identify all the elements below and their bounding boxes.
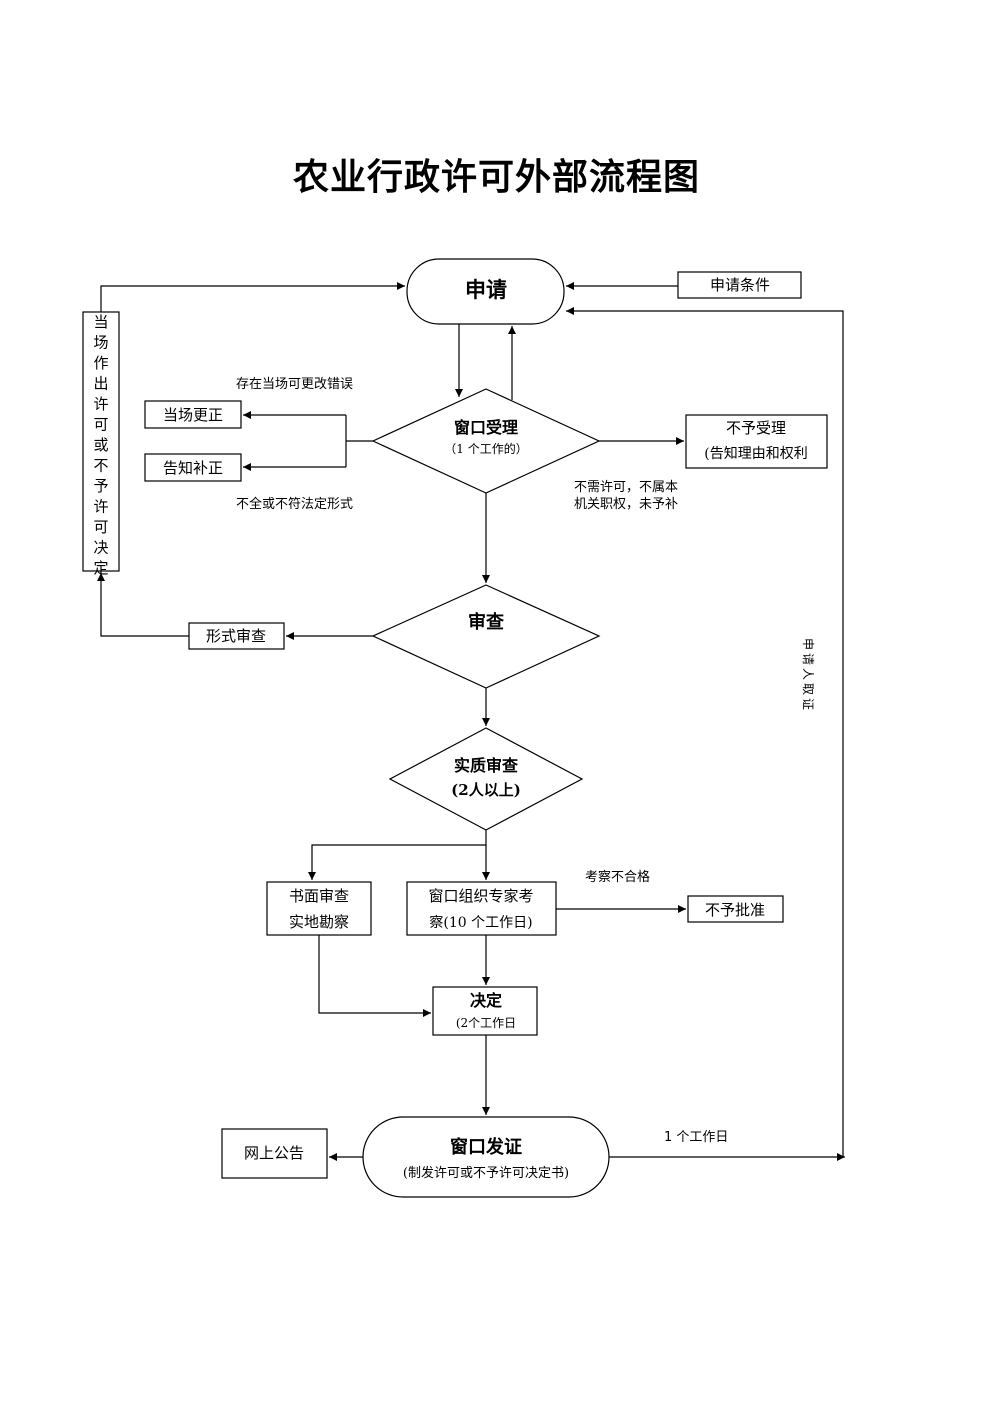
arrow-written-to-decision bbox=[318, 935, 431, 1017]
apply-label: 申请 bbox=[465, 277, 507, 302]
not-accept-line1: 不予受理 bbox=[726, 419, 786, 437]
substantive-title: 实质审查 bbox=[454, 756, 518, 775]
note-no-permit-line2: 机关职权，未予补 bbox=[574, 496, 678, 512]
page-title: 农业行政许可外部流程图 bbox=[292, 156, 700, 198]
note-incomplete-form: 不全或不符法定形式 bbox=[236, 496, 353, 512]
correct-on-site-label: 当场更正 bbox=[163, 406, 223, 424]
arrow-onsite-to-apply bbox=[100, 282, 405, 312]
on-site-decision-label: 当场作出许可或不予许可决定 bbox=[93, 313, 108, 577]
arrow-return-to-apply bbox=[566, 307, 844, 1157]
note-inspection-failed: 考察不合格 bbox=[585, 869, 650, 885]
not-approved-label: 不予批准 bbox=[705, 901, 765, 919]
substantive-sub: (2人以上) bbox=[451, 781, 521, 799]
window-accept-sub: （1 个工作的） bbox=[444, 441, 527, 456]
not-accept-line2: (告知理由和权利 bbox=[704, 445, 807, 462]
written-line1: 书面审查 bbox=[289, 887, 349, 905]
issue-title: 窗口发证 bbox=[450, 1136, 522, 1158]
written-line2: 实地勘察 bbox=[289, 913, 349, 931]
review-label: 审查 bbox=[468, 611, 504, 633]
online-notice-label: 网上公告 bbox=[244, 1144, 304, 1162]
expert-line1: 窗口组织专家考 bbox=[428, 887, 533, 905]
notify-supplement-label: 告知补正 bbox=[163, 459, 223, 477]
window-accept-title: 窗口受理 bbox=[454, 418, 518, 437]
note-no-permit-line1: 不需许可，不属本 bbox=[574, 480, 678, 495]
not-approved-box bbox=[687, 895, 784, 923]
arrow-formal-to-onsite bbox=[97, 573, 189, 637]
window-accept-diamond bbox=[371, 388, 601, 494]
formal-review-label: 形式审查 bbox=[206, 627, 266, 645]
decision-sub: (2个工作日 bbox=[456, 1016, 516, 1030]
note-applicant-receives: 申请人取证 bbox=[801, 638, 815, 710]
decision-title: 决定 bbox=[470, 991, 502, 1010]
substantive-review-diamond bbox=[388, 727, 584, 831]
issue-sub: (制发许可或不予许可决定书) bbox=[403, 1165, 569, 1181]
apply-conditions-box bbox=[677, 271, 802, 299]
arrow-to-written bbox=[308, 844, 486, 880]
correct-on-site-box bbox=[144, 400, 242, 429]
online-notice-box bbox=[221, 1128, 328, 1179]
apply-conditions-label: 申请条件 bbox=[710, 276, 770, 294]
expert-line2: 察(10 个工作日) bbox=[429, 914, 532, 931]
decision-box bbox=[432, 986, 538, 1036]
apply-node bbox=[406, 258, 565, 325]
note-correctable-errors: 存在当场可更改错误 bbox=[236, 377, 353, 392]
not-accept-box bbox=[685, 414, 828, 469]
note-one-workday: 1 个工作日 bbox=[664, 1130, 728, 1145]
notify-supplement-box bbox=[144, 453, 242, 482]
review-diamond bbox=[371, 584, 601, 689]
